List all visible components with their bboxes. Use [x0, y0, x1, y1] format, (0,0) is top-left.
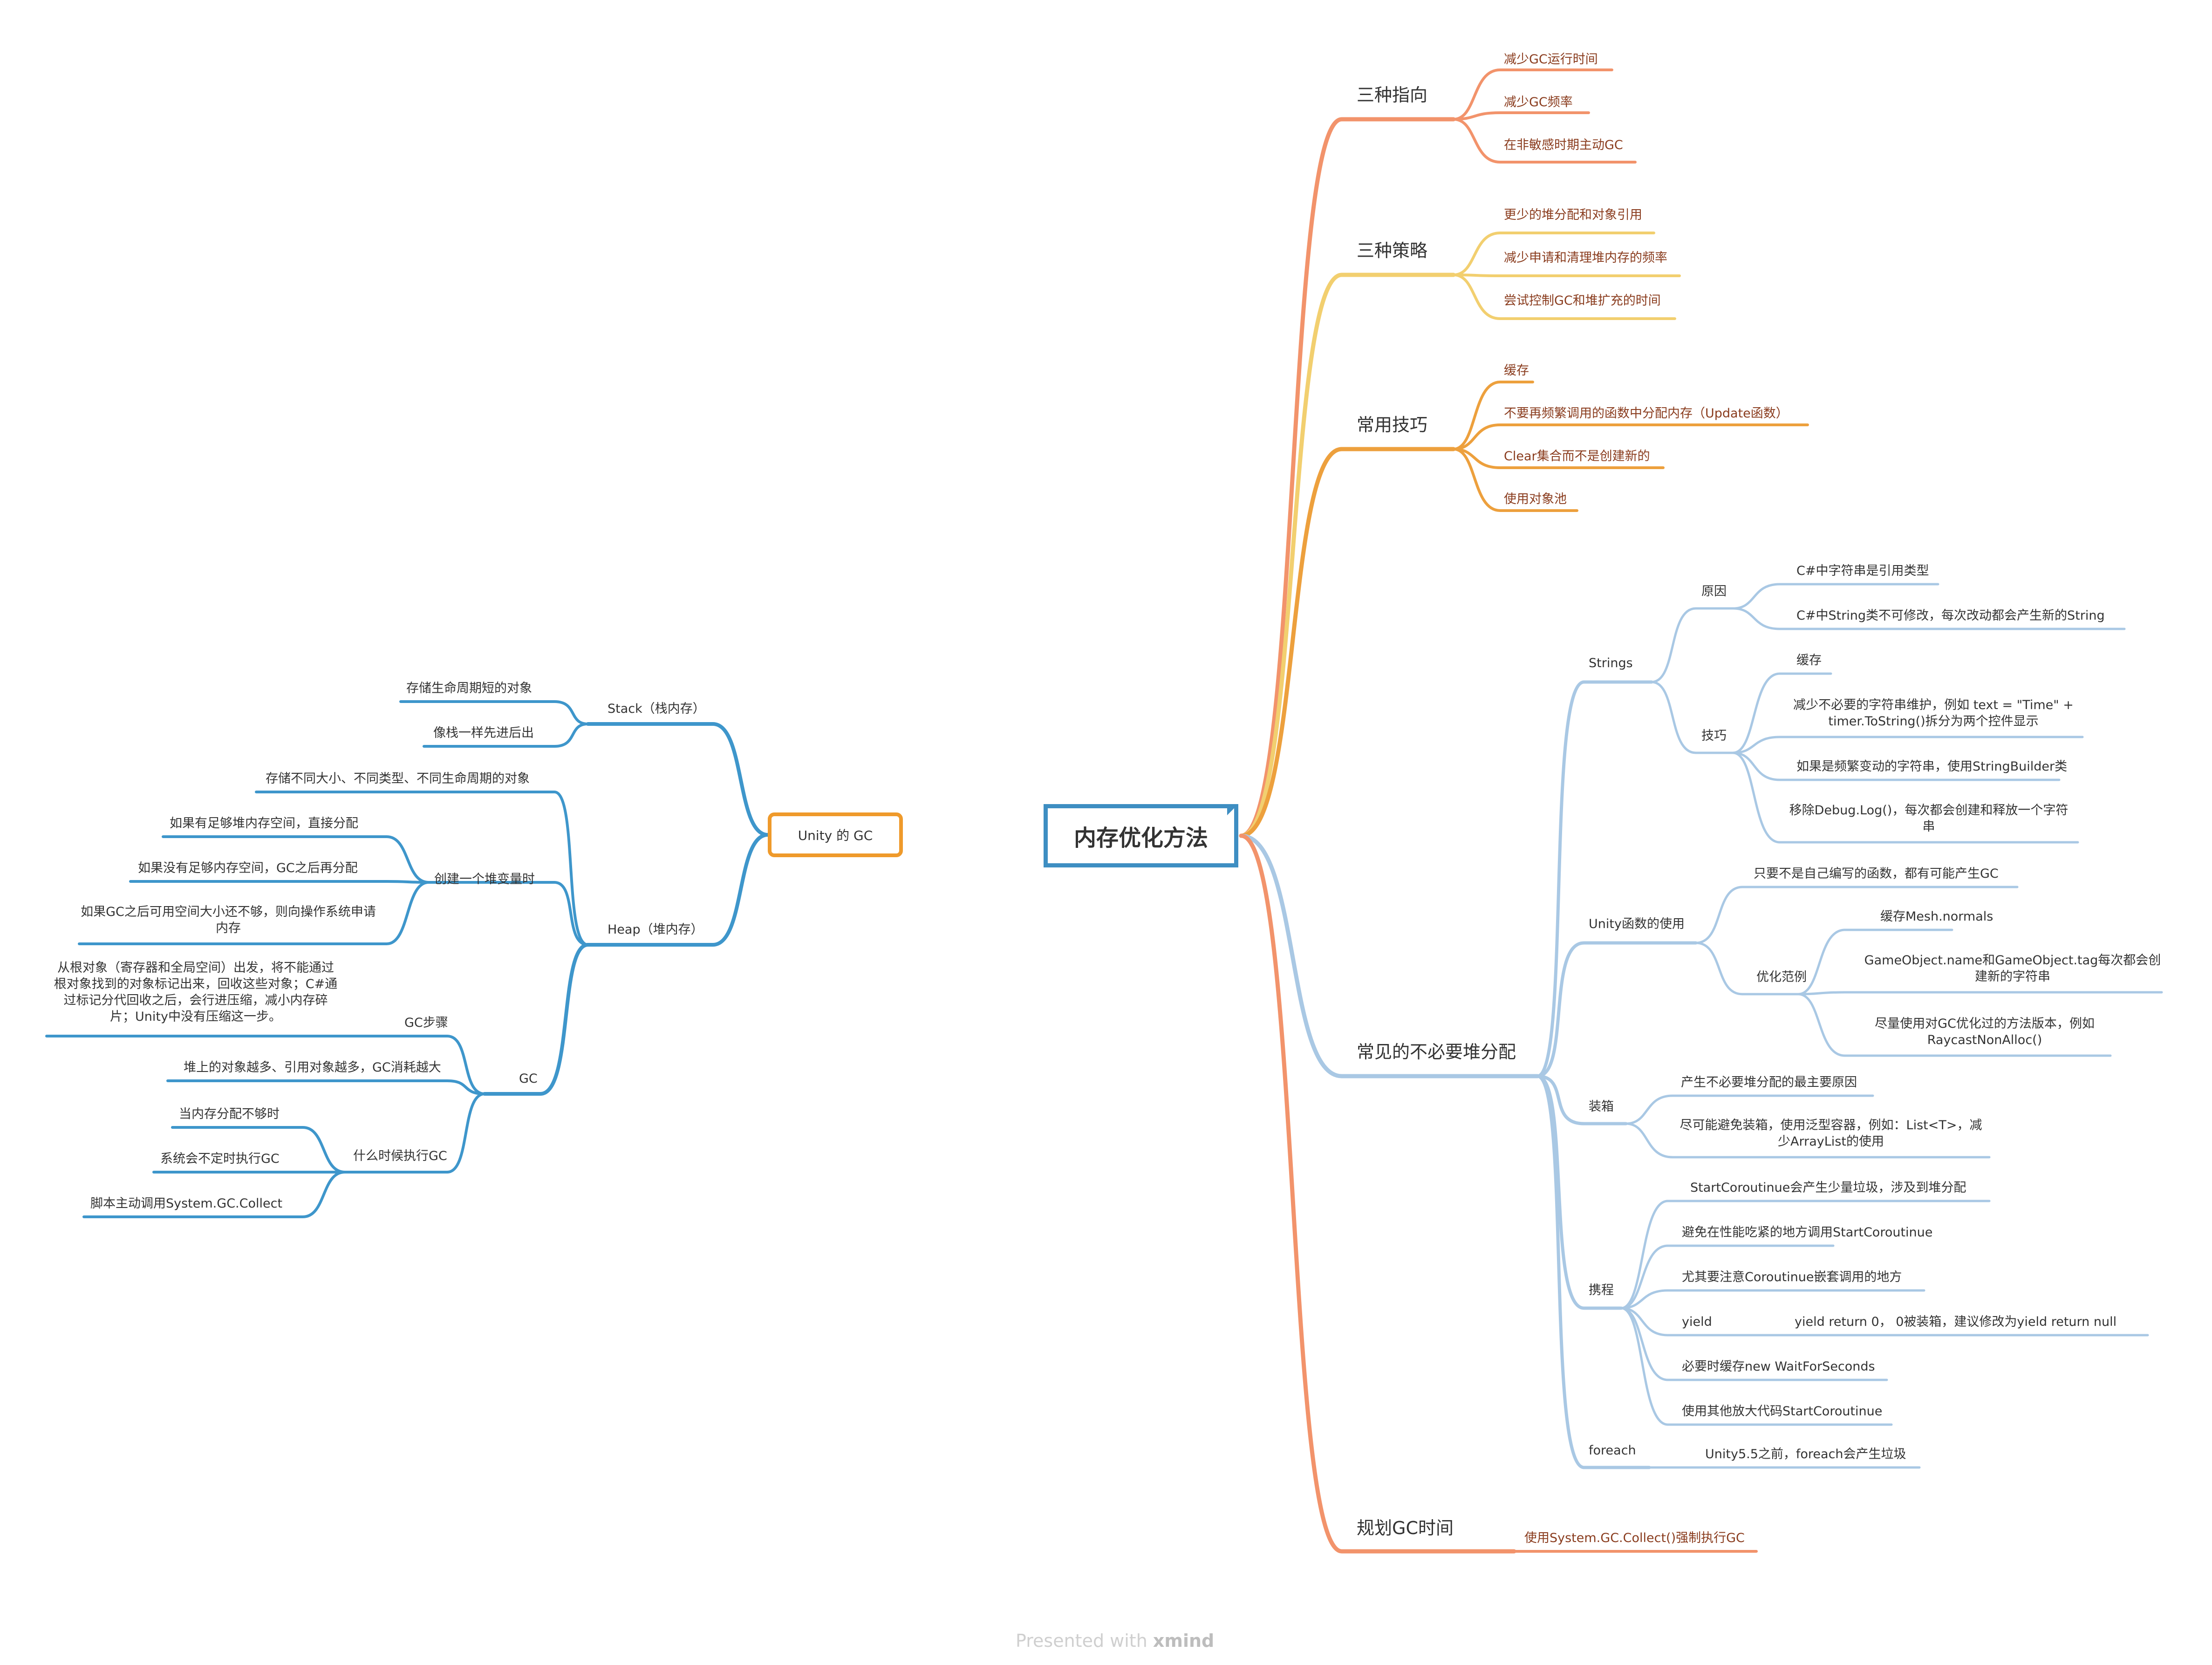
topic-boxing[interactable]: 装箱 — [1589, 1099, 1614, 1114]
watermark: Presented with xmind — [1016, 1631, 1214, 1651]
leaf-tips-0[interactable]: 缓存 — [1796, 653, 1822, 668]
leaf-foreach-note[interactable]: Unity5.5之前，foreach会产生垃圾 — [1705, 1447, 1906, 1461]
left-links — [483, 722, 770, 1096]
leaf-b1-2[interactable]: 在非敏感时期主动GC — [1504, 138, 1623, 152]
leaf-b2-1[interactable]: 减少申请和清理堆内存的频率 — [1504, 251, 1667, 265]
xmind-logo-text: xmind — [1153, 1631, 1215, 1651]
topic-gc-when[interactable]: 什么时候执行GC — [353, 1149, 447, 1163]
leaf-gc-steps-text[interactable]: 从根对象（寄存器和全局空间）出发，将不能通过根对象找到的对象标记出来，回收这些对… — [54, 961, 338, 1024]
leaf-coroutine-1[interactable]: 避免在性能吃紧的地方调用StartCoroutinue — [1682, 1225, 1933, 1240]
leaf-boxing-0[interactable]: 产生不必要堆分配的最主要原因 — [1681, 1075, 1857, 1090]
topic-reason[interactable]: 原因 — [1701, 584, 1727, 599]
leaf-create-0[interactable]: 如果有足够堆内存空间，直接分配 — [170, 816, 358, 831]
leaf-coroutine-4[interactable]: 使用其他放大代码StartCoroutinue — [1682, 1404, 1883, 1419]
unity-gc-label: Unity 的 GC — [798, 828, 873, 843]
topic-b3[interactable]: 常用技巧 — [1357, 415, 1428, 435]
unity-gc-topic[interactable]: Unity 的 GC — [768, 812, 903, 857]
watermark-prefix: Presented with — [1016, 1631, 1147, 1651]
leaf-stack-0[interactable]: 存储生命周期短的对象 — [406, 681, 532, 696]
topic-examples[interactable]: 优化范例 — [1756, 970, 1807, 984]
topic-gc-steps[interactable]: GC步骤 — [404, 1016, 448, 1030]
b4-sub-links — [1620, 583, 2163, 1469]
link-b2 — [1239, 273, 1456, 838]
topic-stack[interactable]: Stack（栈内存） — [608, 702, 705, 716]
leaf-b2-2[interactable]: 尝试控制GC和堆扩充的时间 — [1504, 293, 1661, 308]
topic-foreach[interactable]: foreach — [1589, 1443, 1636, 1458]
leaf-when-1[interactable]: 系统会不定时执行GC — [160, 1152, 280, 1166]
leaf-b3-2[interactable]: Clear集合而不是创建新的 — [1504, 449, 1650, 464]
leaf-reason-1[interactable]: C#中String类不可修改，每次改动都会产生新的String — [1796, 608, 2105, 623]
topic-b4[interactable]: 常见的不必要堆分配 — [1357, 1042, 1516, 1062]
leaf-coroutine-yield[interactable]: yield — [1682, 1315, 1712, 1329]
note-fold-icon — [1227, 804, 1238, 815]
leaf-tips-3[interactable]: 移除Debug.Log()，每次都会创建和释放一个字符串 — [1789, 803, 2069, 834]
topic-tips[interactable]: 技巧 — [1701, 729, 1727, 743]
leaf-when-0[interactable]: 当内存分配不够时 — [179, 1107, 280, 1121]
leaf-b5-0[interactable]: 使用System.GC.Collect()强制执行GC — [1524, 1531, 1745, 1545]
link-b1 — [1239, 117, 1456, 838]
topic-b2[interactable]: 三种策略 — [1357, 240, 1428, 261]
topic-create[interactable]: 创建一个堆变量时 — [434, 872, 535, 887]
leaf-create-1[interactable]: 如果没有足够内存空间，GC之后再分配 — [138, 861, 358, 875]
leaf-examples-1[interactable]: GameObject.name和GameObject.tag每次都会创建新的字符… — [1864, 953, 2161, 984]
root-topic-label: 内存优化方法 — [1073, 825, 1208, 851]
link-b3 — [1239, 447, 1456, 838]
leaf-coroutine-0[interactable]: StartCoroutinue会产生少量垃圾，涉及到堆分配 — [1690, 1181, 1966, 1195]
topic-unityfn[interactable]: Unity函数的使用 — [1589, 917, 1685, 931]
leaf-yield-note[interactable]: yield return 0， 0被装箱，建议修改为yield return n… — [1795, 1315, 2117, 1329]
leaf-tips-1[interactable]: 减少不必要的字符串维护，例如 text = "Time" + timer.ToS… — [1793, 698, 2074, 729]
leaf-gc-cost[interactable]: 堆上的对象越多、引用对象越多，GC消耗越大 — [184, 1060, 441, 1075]
topic-coroutine[interactable]: 携程 — [1589, 1283, 1614, 1297]
leaf-coroutine-2[interactable]: 尤其要注意Coroutinue嵌套调用的地方 — [1682, 1270, 1902, 1284]
b1-links — [1452, 68, 1637, 164]
root-branches — [1239, 117, 1540, 1554]
leaf-boxing-1[interactable]: 尽可能避免装箱，使用泛型容器，例如：List<T>，减少ArrayList的使用 — [1679, 1118, 1982, 1149]
leaf-unityfn-note[interactable]: 只要不是自己编写的函数，都有可能产生GC — [1754, 867, 1999, 881]
leaf-b1-0[interactable]: 减少GC运行时间 — [1504, 52, 1598, 67]
b4-links — [1536, 680, 1698, 1469]
link-b5 — [1239, 833, 1516, 1554]
leaf-coroutine-3[interactable]: 必要时缓存new WaitForSeconds — [1682, 1359, 1875, 1374]
leaf-b3-1[interactable]: 不要再频繁调用的函数中分配内存（Update函数） — [1504, 406, 1789, 421]
leaf-b1-1[interactable]: 减少GC频率 — [1504, 95, 1573, 109]
leaf-when-2[interactable]: 脚本主动调用System.GC.Collect — [90, 1196, 283, 1211]
topic-gc[interactable]: GC — [519, 1071, 538, 1086]
leaf-tips-2[interactable]: 如果是频繁变动的字符串，使用StringBuilder类 — [1796, 759, 2068, 774]
leaf-b3-0[interactable]: 缓存 — [1504, 363, 1529, 378]
b2-links — [1452, 232, 1681, 320]
topic-b1[interactable]: 三种指向 — [1357, 85, 1428, 105]
root-topic[interactable]: 内存优化方法 — [1044, 804, 1238, 867]
left-sub-links — [45, 700, 589, 1218]
leaf-examples-2[interactable]: 尽量使用对GC优化过的方法版本，例如RaycastNonAlloc() — [1875, 1017, 2095, 1048]
leaf-b3-3[interactable]: 使用对象池 — [1504, 492, 1567, 506]
link-b4 — [1239, 833, 1540, 1078]
leaf-heap-note[interactable]: 存储不同大小、不同类型、不同生命周期的对象 — [266, 771, 530, 786]
leaf-create-2[interactable]: 如果GC之后可用空间大小还不够，则向操作系统申请内存 — [81, 905, 376, 936]
leaf-b2-0[interactable]: 更少的堆分配和对象引用 — [1504, 208, 1642, 222]
leaf-reason-0[interactable]: C#中字符串是引用类型 — [1796, 564, 1929, 578]
topic-heap[interactable]: Heap（堆内存） — [608, 922, 703, 937]
leaf-examples-0[interactable]: 缓存Mesh.normals — [1880, 909, 1994, 924]
topic-b5[interactable]: 规划GC时间 — [1357, 1518, 1454, 1538]
b3-links — [1452, 381, 1809, 512]
leaf-stack-1[interactable]: 像栈一样先进后出 — [433, 726, 534, 740]
topic-strings[interactable]: Strings — [1589, 656, 1633, 670]
